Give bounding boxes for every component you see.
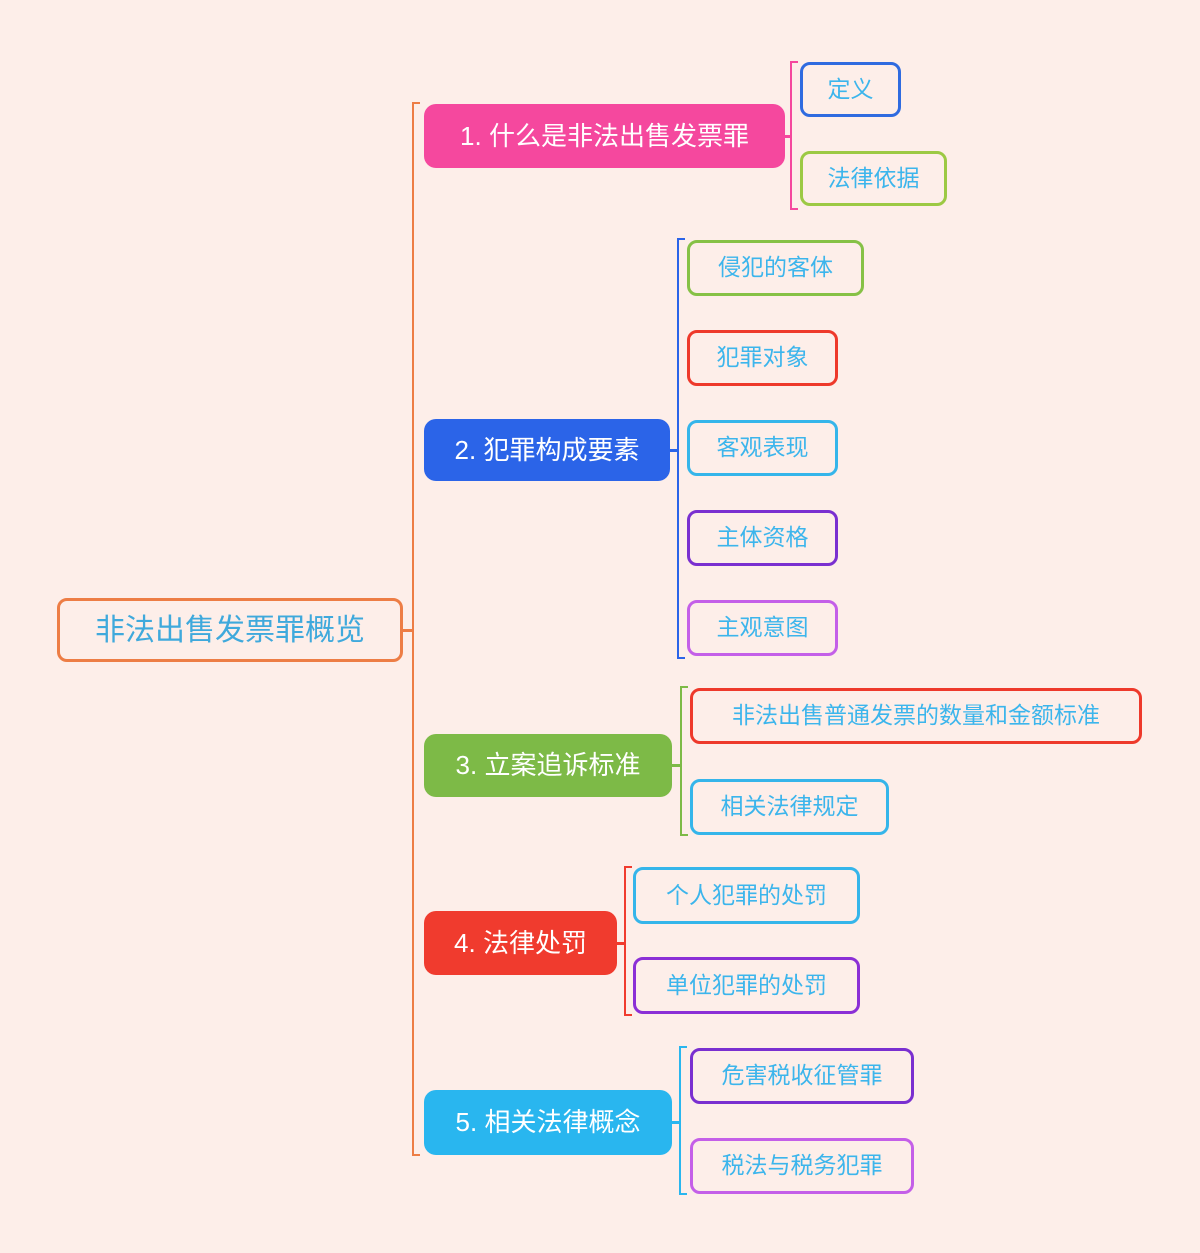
connector-branch1-stub bbox=[785, 135, 791, 138]
child-node-legal-basis[interactable]: 法律依据 bbox=[800, 151, 947, 206]
branch-node-2-crime-constituent-elements[interactable]: 2. 犯罪构成要素 bbox=[424, 419, 670, 481]
branch-node-3-case-filing-prosecution-standards[interactable]: 3. 立案追诉标准 bbox=[424, 734, 672, 797]
branch-node-5-related-legal-concepts[interactable]: 5. 相关法律概念 bbox=[424, 1090, 672, 1155]
connector-branch5-bracket bbox=[679, 1046, 687, 1195]
connector-branch2-bracket bbox=[677, 238, 685, 659]
root-node-illegal-invoice-sale-overview[interactable]: 非法出售发票罪概览 bbox=[57, 598, 403, 662]
child-node-subjective-intent[interactable]: 主观意图 bbox=[687, 600, 838, 656]
connector-root-bracket bbox=[412, 102, 420, 1156]
connector-branch3-stub bbox=[672, 764, 680, 767]
child-node-crimes-endangering-tax-collection[interactable]: 危害税收征管罪 bbox=[690, 1048, 914, 1104]
child-node-objective-manifestation[interactable]: 客观表现 bbox=[687, 420, 838, 476]
connector-branch4-stub bbox=[617, 942, 624, 945]
connector-branch3-bracket bbox=[680, 686, 688, 836]
child-node-subject-qualification[interactable]: 主体资格 bbox=[687, 510, 838, 566]
connector-branch5-stub bbox=[672, 1121, 679, 1124]
connector-branch4-bracket bbox=[624, 866, 632, 1016]
child-node-crime-target[interactable]: 犯罪对象 bbox=[687, 330, 838, 386]
child-node-unit-crime-punishment[interactable]: 单位犯罪的处罚 bbox=[633, 957, 860, 1014]
branch-node-4-legal-punishment[interactable]: 4. 法律处罚 bbox=[424, 911, 617, 975]
child-node-infringed-object[interactable]: 侵犯的客体 bbox=[687, 240, 864, 296]
child-node-ordinary-invoice-quantity-amount-standard[interactable]: 非法出售普通发票的数量和金额标准 bbox=[690, 688, 1142, 744]
connector-branch2-stub bbox=[670, 449, 678, 452]
connector-branch1-bracket bbox=[790, 61, 798, 210]
branch-node-1-what-is-illegal-invoice-sale-crime[interactable]: 1. 什么是非法出售发票罪 bbox=[424, 104, 785, 168]
connector-root-stub bbox=[403, 629, 413, 632]
child-node-tax-law-and-tax-crimes[interactable]: 税法与税务犯罪 bbox=[690, 1138, 914, 1194]
child-node-definition[interactable]: 定义 bbox=[800, 62, 901, 117]
child-node-individual-crime-punishment[interactable]: 个人犯罪的处罚 bbox=[633, 867, 860, 924]
child-node-related-legal-provisions[interactable]: 相关法律规定 bbox=[690, 779, 889, 835]
